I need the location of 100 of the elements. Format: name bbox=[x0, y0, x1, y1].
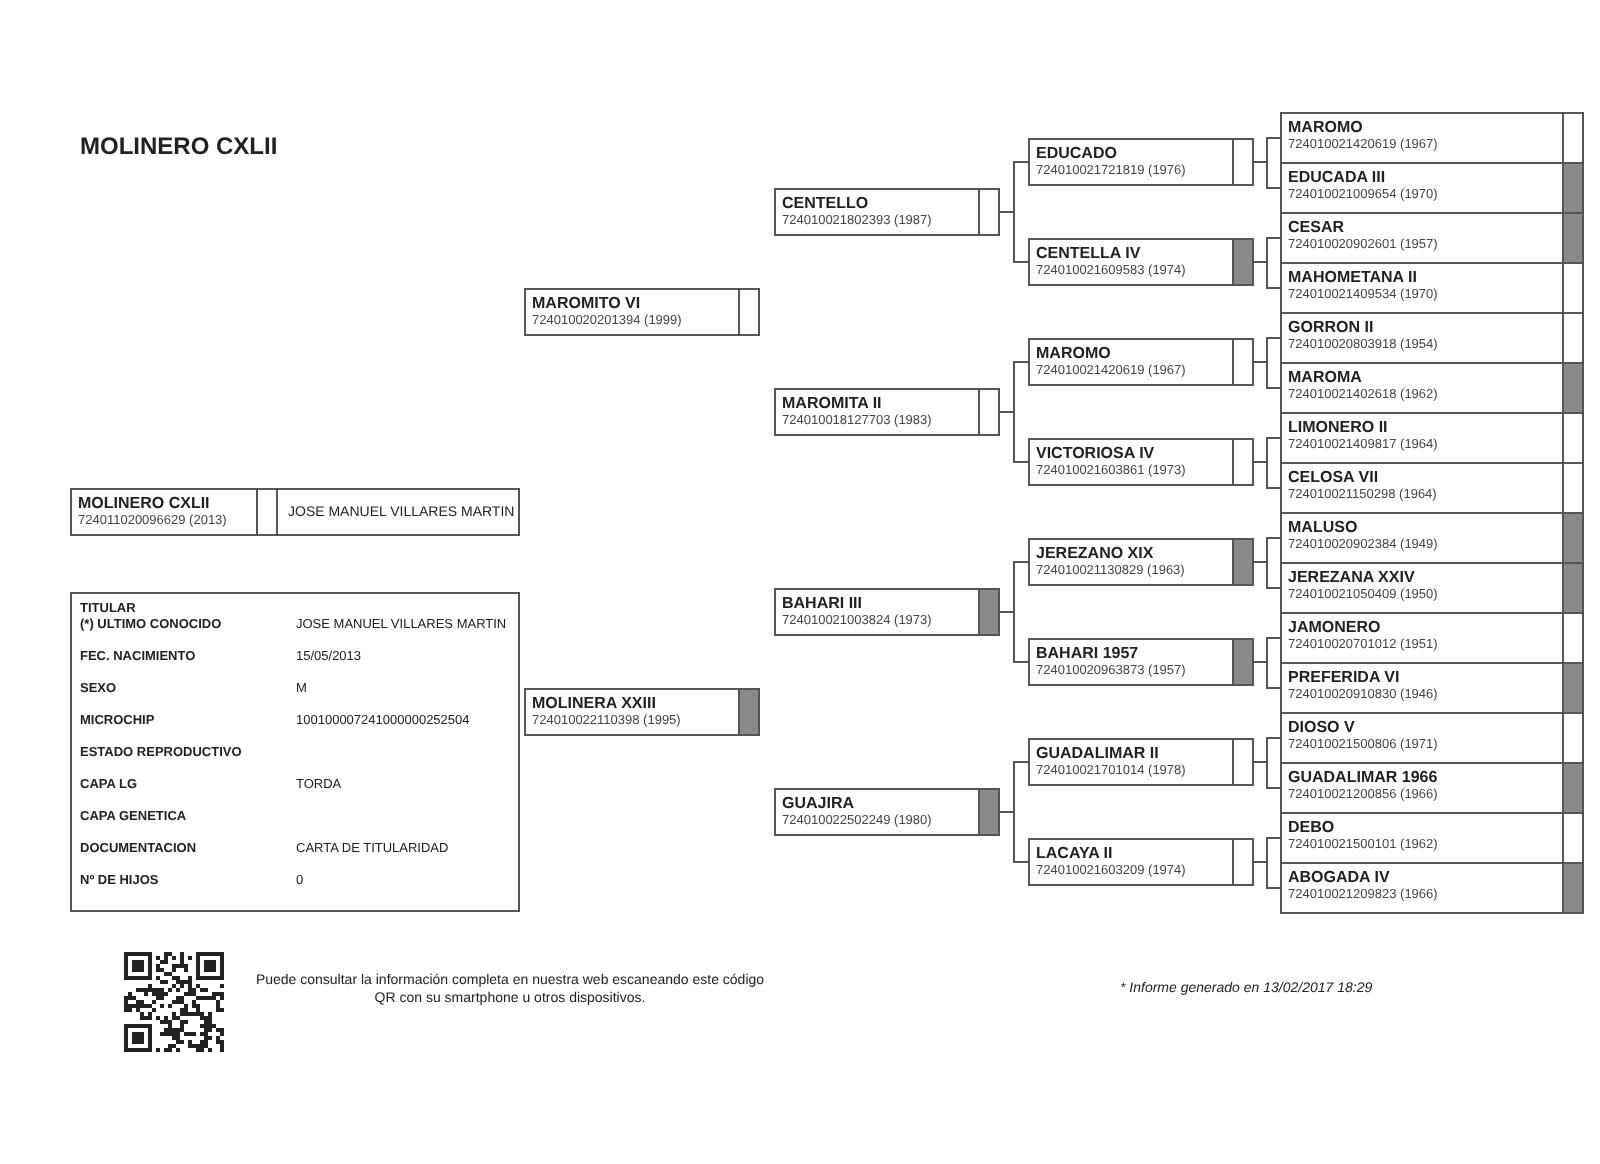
connector-line bbox=[1013, 611, 1029, 663]
connector-line bbox=[1253, 561, 1268, 563]
horse-name: PREFERIDA VI bbox=[1288, 668, 1400, 688]
connector-line bbox=[1266, 461, 1281, 489]
horse-name: CELOSA VII bbox=[1288, 468, 1379, 488]
connector-line bbox=[1266, 337, 1281, 363]
connector-line bbox=[1013, 811, 1029, 863]
connector-line bbox=[1013, 561, 1029, 613]
pedigree-box bbox=[1280, 412, 1584, 464]
connector-line bbox=[1013, 211, 1029, 263]
pedigree-box bbox=[1280, 862, 1584, 914]
pedigree-box bbox=[1280, 312, 1584, 364]
pedigree-box bbox=[1280, 462, 1584, 514]
pedigree-box bbox=[1280, 512, 1584, 564]
horse-name: VICTORIOSA IV bbox=[1036, 444, 1155, 464]
connector-line bbox=[1253, 261, 1268, 263]
connector-line bbox=[1013, 361, 1029, 413]
pedigree-box bbox=[1028, 338, 1254, 386]
connector-line bbox=[1266, 861, 1281, 889]
pedigree-box bbox=[1280, 562, 1584, 614]
pedigree-box bbox=[1280, 762, 1584, 814]
connector-line bbox=[999, 211, 1015, 213]
connector-line bbox=[1266, 837, 1281, 863]
pedigree-box bbox=[1028, 538, 1254, 586]
horse-name: GUADALIMAR 1966 bbox=[1288, 768, 1438, 788]
connector-line bbox=[1266, 661, 1281, 689]
horse-name: LIMONERO II bbox=[1288, 418, 1388, 438]
horse-name: MAROMITO VI bbox=[532, 294, 641, 314]
connector-line bbox=[1253, 161, 1268, 163]
horse-name: BAHARI 1957 bbox=[1036, 644, 1139, 664]
pedigree-box bbox=[524, 288, 760, 336]
connector-line bbox=[1013, 161, 1029, 213]
pedigree-box bbox=[1280, 812, 1584, 864]
pedigree-box bbox=[1028, 738, 1254, 786]
pedigree-box bbox=[774, 788, 1000, 836]
pedigree-box bbox=[1280, 212, 1584, 264]
horse-name: JAMONERO bbox=[1288, 618, 1381, 638]
horse-name: LACAYA II bbox=[1036, 844, 1113, 864]
connector-line bbox=[999, 611, 1015, 613]
horse-name: ABOGADA IV bbox=[1288, 868, 1390, 888]
connector-line bbox=[1013, 761, 1029, 813]
horse-name: MALUSO bbox=[1288, 518, 1358, 538]
horse-name: DIOSO V bbox=[1288, 718, 1355, 738]
connector-line bbox=[1266, 137, 1281, 163]
connector-line bbox=[1266, 537, 1281, 563]
horse-name: JEREZANA XXIV bbox=[1288, 568, 1415, 588]
pedigree-box bbox=[1280, 362, 1584, 414]
connector-line bbox=[1266, 437, 1281, 463]
pedigree-box bbox=[774, 188, 1000, 236]
connector-line bbox=[1253, 361, 1268, 363]
horse-name: MAROMITA II bbox=[782, 394, 882, 414]
connector-line bbox=[1266, 637, 1281, 663]
connector-line bbox=[1266, 161, 1281, 189]
connector-line bbox=[1253, 761, 1268, 763]
pedigree-box bbox=[774, 588, 1000, 636]
pedigree-box bbox=[1028, 838, 1254, 886]
connector-line bbox=[1266, 761, 1281, 789]
horse-name: BAHARI III bbox=[782, 594, 862, 614]
horse-name: GORRON II bbox=[1288, 318, 1374, 338]
pedigree-box bbox=[1028, 638, 1254, 686]
horse-name: CESAR bbox=[1288, 218, 1345, 238]
horse-name: MAROMO bbox=[1036, 344, 1111, 364]
horse-name: EDUCADA III bbox=[1288, 168, 1386, 188]
horse-name: MAROMA bbox=[1288, 368, 1362, 388]
title: MOLINERO CXLII bbox=[80, 132, 278, 160]
horse-name: CENTELLO bbox=[782, 194, 869, 214]
connector-line bbox=[1266, 261, 1281, 289]
connector-line bbox=[1266, 361, 1281, 389]
horse-name: JEREZANO XIX bbox=[1036, 544, 1154, 564]
horse-name: EDUCADO bbox=[1036, 144, 1117, 164]
horse-name: MAHOMETANA II bbox=[1288, 268, 1417, 288]
connector-line bbox=[1013, 411, 1029, 463]
horse-name: MOLINERA XXIII bbox=[532, 694, 656, 714]
pedigree-box bbox=[1028, 138, 1254, 186]
horse-name: MAROMO bbox=[1288, 118, 1363, 138]
pedigree-box bbox=[70, 488, 520, 536]
connector-line bbox=[999, 411, 1015, 413]
pedigree-box bbox=[774, 388, 1000, 436]
pedigree-box bbox=[1280, 712, 1584, 764]
pedigree-box bbox=[1028, 438, 1254, 486]
pedigree-box bbox=[1280, 162, 1584, 214]
info-table bbox=[70, 592, 520, 912]
pedigree-box bbox=[524, 688, 760, 736]
connector-line bbox=[1266, 737, 1281, 763]
pedigree-box bbox=[1028, 238, 1254, 286]
horse-name: DEBO bbox=[1288, 818, 1335, 838]
pedigree-box bbox=[1280, 262, 1584, 314]
horse-name: GUAJIRA bbox=[782, 794, 855, 814]
connector-line bbox=[1266, 237, 1281, 263]
horse-name: MOLINERO CXLII bbox=[78, 494, 210, 514]
connector-line bbox=[1266, 561, 1281, 589]
pedigree-box bbox=[1280, 662, 1584, 714]
horse-name: CENTELLA IV bbox=[1036, 244, 1141, 264]
connector-line bbox=[1253, 861, 1268, 863]
connector-line bbox=[999, 811, 1015, 813]
pedigree-box bbox=[1280, 612, 1584, 664]
horse-name: GUADALIMAR II bbox=[1036, 744, 1159, 764]
pedigree-box bbox=[1280, 112, 1584, 164]
connector-line bbox=[1253, 461, 1268, 463]
connector-line bbox=[1253, 661, 1268, 663]
